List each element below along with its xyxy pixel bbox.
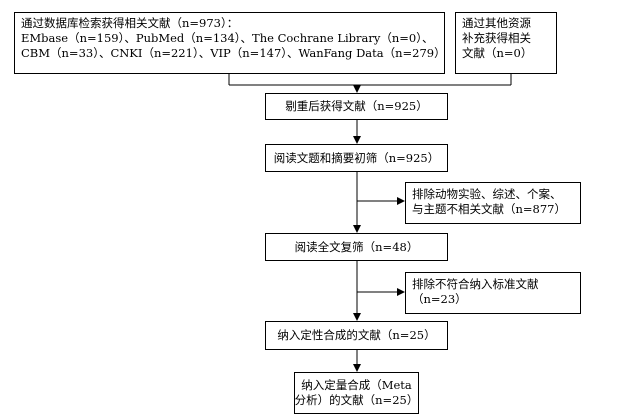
screen-label: 阅读文题和摘要初筛（n=925） [273,150,440,165]
other-line-2: 补充获得相关 [462,31,531,45]
box-dedup: 剔重后获得文献（n=925） [265,93,448,120]
fulltext-label: 阅读全文复筛（n=48） [294,239,419,254]
exclude2-line-1: 排除不符合纳入标准文献 [412,277,539,291]
box-fulltext-screen: 阅读全文复筛（n=48） [265,233,448,261]
box-meta-analysis: 纳入定量合成（Meta 分析）的文献（n=25） [294,372,419,414]
box-qualitative-synthesis: 纳入定性合成的文献（n=25） [265,321,448,350]
meta-line-2: 分析）的文献（n=25） [294,393,419,407]
qualitative-label: 纳入定性合成的文献（n=25） [277,328,436,342]
box-exclusion-2: 排除不符合纳入标准文献 （n=23） [405,272,581,314]
box-title-abstract-screen: 阅读文题和摘要初筛（n=925） [265,144,448,172]
dedup-label: 剔重后获得文献（n=925） [285,99,428,113]
search-line-1: 通过数据库检索获得相关文献（n=973）： [21,16,239,30]
box-database-search: 通过数据库检索获得相关文献（n=973）： EMbase（n=159）、PubM… [14,12,446,74]
meta-line-1: 纳入定量合成（Meta [301,378,412,392]
exclude1-line-1: 排除动物实验、综述、个案、 [412,187,562,201]
other-line-3: 文献（n=0） [462,46,533,60]
box-other-sources: 通过其他资源 补充获得相关 文献（n=0） [455,12,557,74]
search-line-3: CBM（n=33）、CNKI（n=221）、VIP（n=147）、WanFang… [21,46,446,60]
other-line-1: 通过其他资源 [462,16,531,30]
exclude1-line-2: 与主题不相关文献（n=877） [412,202,566,216]
box-exclusion-1: 排除动物实验、综述、个案、 与主题不相关文献（n=877） [405,182,581,224]
exclude2-line-2: （n=23） [412,292,467,306]
search-line-2: EMbase（n=159）、PubMed（n=134）、The Cochrane… [21,31,434,45]
